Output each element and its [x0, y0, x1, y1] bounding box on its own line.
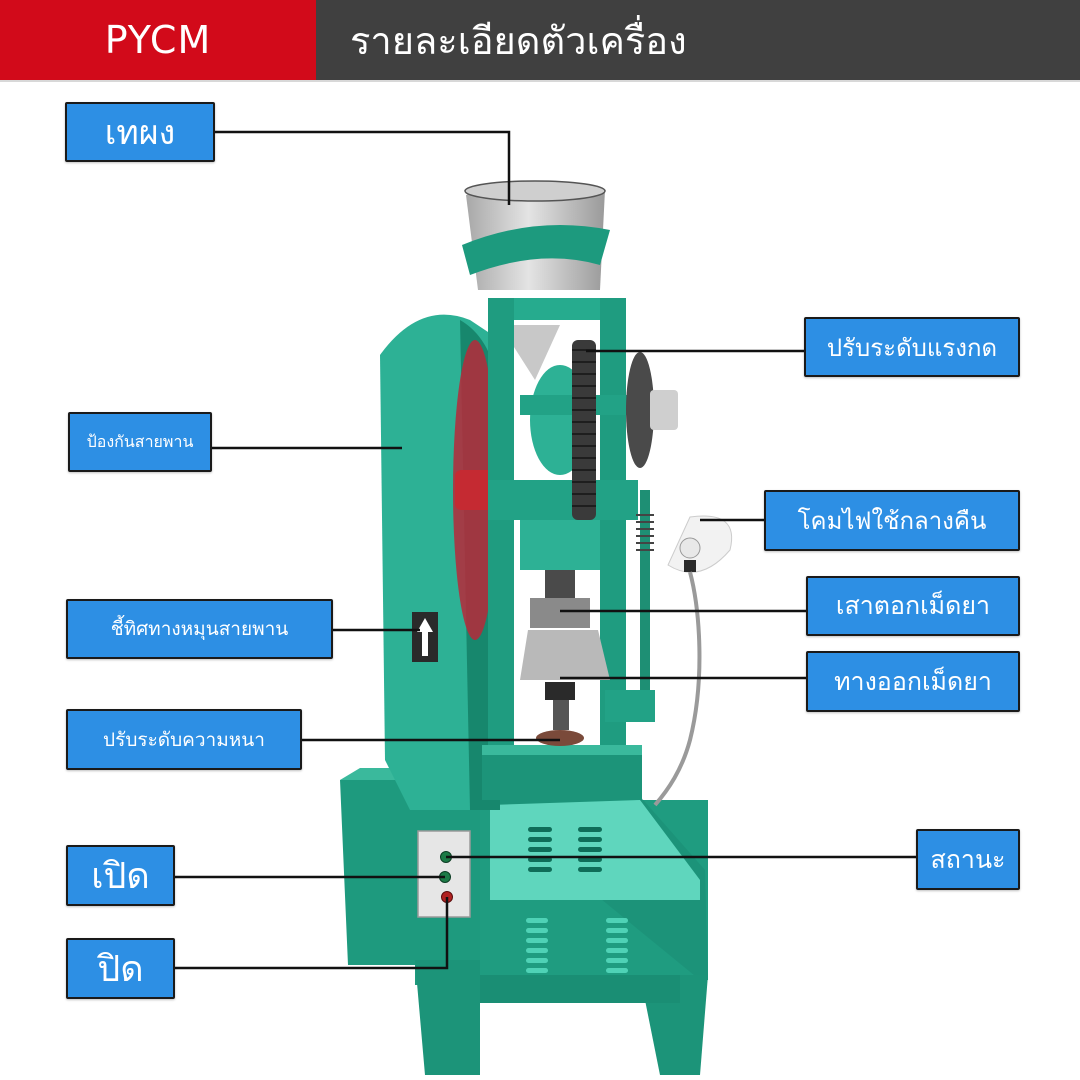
header-divider: [0, 80, 1080, 82]
label-belt-direction-text: ชี้ทิศทางหมุนสายพาน: [110, 618, 289, 640]
punch-die-area: [520, 490, 655, 746]
night-lamp: [653, 515, 732, 807]
label-belt-guard-text: ป้องกันสายพาน: [86, 431, 194, 451]
label-punch-column-text: เสาตอกเม็ดยา: [835, 591, 991, 620]
brand-block: PYCM: [0, 0, 316, 80]
power-off-switch: [441, 891, 453, 903]
pressure-adjust-gear: [572, 340, 678, 520]
header-bar: PYCM รายละเอียดตัวเครื่อง: [0, 0, 1080, 80]
label-night-lamp: โคมไฟใช้กลางคืน: [764, 490, 1020, 551]
label-status: สถานะ: [916, 829, 1020, 890]
control-panel: [417, 830, 471, 918]
label-power-on-text: เปิด: [91, 856, 150, 897]
label-status-text: สถานะ: [930, 844, 1006, 874]
powder-hopper: [462, 180, 610, 380]
label-belt-guard: ป้องกันสายพาน: [68, 412, 212, 472]
label-power-off-text: ปิด: [97, 949, 144, 990]
status-indicator-light: [440, 851, 452, 863]
label-tablet-outlet-text: ทางออกเม็ดยา: [834, 666, 992, 696]
label-night-lamp-text: โคมไฟใช้กลางคืน: [797, 507, 987, 535]
label-belt-direction: ชี้ทิศทางหมุนสายพาน: [66, 599, 333, 659]
label-thickness-adjust: ปรับระดับความหนา: [66, 709, 302, 770]
label-pressure-adjust: ปรับระดับแรงกด: [804, 317, 1020, 377]
brand-name: PYCM: [104, 18, 212, 62]
label-pressure-adjust-text: ปรับระดับแรงกด: [826, 333, 998, 362]
label-punch-column: เสาตอกเม็ดยา: [806, 576, 1020, 636]
label-thickness-adjust-text: ปรับระดับความหนา: [103, 728, 265, 751]
belt-guard: [380, 314, 500, 810]
label-hopper: เทผง: [65, 102, 215, 162]
label-power-off: ปิด: [66, 938, 175, 999]
power-on-switch: [439, 871, 451, 883]
label-hopper-text: เทผง: [104, 113, 176, 153]
base-cabinet: [340, 768, 708, 1075]
label-power-on: เปิด: [66, 845, 175, 906]
title-block: รายละเอียดตัวเครื่อง: [316, 0, 1080, 80]
page-title: รายละเอียดตัวเครื่อง: [350, 18, 687, 63]
label-tablet-outlet: ทางออกเม็ดยา: [806, 651, 1020, 712]
